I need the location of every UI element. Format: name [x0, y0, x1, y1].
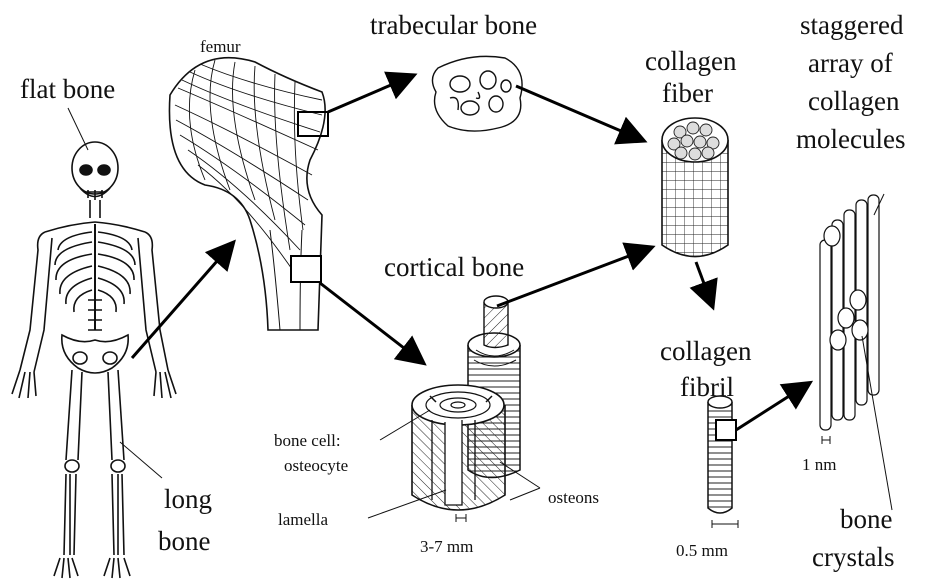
arrow-trabecular-to-fiber — [516, 86, 642, 140]
label-femur: femur — [200, 37, 241, 56]
label-osteocyte: osteocyte — [284, 456, 348, 475]
scale-bar-3-7mm — [456, 514, 466, 522]
arrow-femur-to-trabecular — [328, 76, 412, 112]
arrow-fiber-to-fibril — [696, 262, 712, 305]
arrow-fibril-to-molecules — [736, 384, 808, 430]
arrow-skeleton-to-femur — [132, 244, 232, 358]
collagen-fiber-illustration — [662, 118, 728, 257]
label-staggered-3: collagen — [808, 86, 900, 116]
label-bone-cell: bone cell: — [274, 431, 341, 450]
label-collagen-fiber-2: fiber — [662, 78, 713, 108]
label-collagen-fiber-1: collagen — [645, 46, 737, 76]
label-flat-bone: flat bone — [20, 74, 115, 104]
skeleton-illustration — [12, 142, 176, 578]
long-bone-leader — [120, 442, 162, 478]
trabecular-bone-illustration — [432, 56, 522, 131]
label-collagen-fibril-2: fibril — [680, 372, 734, 402]
collagen-fibril-illustration — [708, 396, 736, 513]
label-cortical-bone: cortical bone — [384, 252, 524, 282]
label-lamella: lamella — [278, 510, 328, 529]
flat-bone-leader — [68, 108, 88, 150]
scale-bar-0-5mm — [712, 520, 738, 528]
arrow-femur-to-cortical — [320, 283, 422, 362]
label-bone: bone — [158, 526, 211, 556]
label-scale-0-5mm: 0.5 mm — [676, 541, 728, 560]
staggered-collagen-molecules — [820, 195, 879, 430]
label-bone-crystals-1: bone — [840, 504, 893, 534]
label-scale-3-7mm: 3-7 mm — [420, 537, 473, 556]
osteons-leader-2 — [510, 488, 540, 500]
label-staggered-1: staggered — [800, 10, 904, 40]
label-staggered-2: array of — [808, 48, 893, 78]
label-trabecular-bone: trabecular bone — [370, 10, 537, 40]
fibril-inset — [716, 420, 736, 440]
label-osteons: osteons — [548, 488, 599, 507]
scale-bar-1nm — [822, 436, 830, 444]
label-long: long — [164, 484, 212, 514]
osteon-illustration — [412, 296, 520, 510]
label-scale-1nm: 1 nm — [802, 455, 836, 474]
label-staggered-4: molecules — [796, 124, 905, 154]
label-bone-crystals-2: crystals — [812, 542, 894, 572]
label-collagen-fibril-1: collagen — [660, 336, 752, 366]
femur-cortical-inset — [291, 256, 321, 282]
